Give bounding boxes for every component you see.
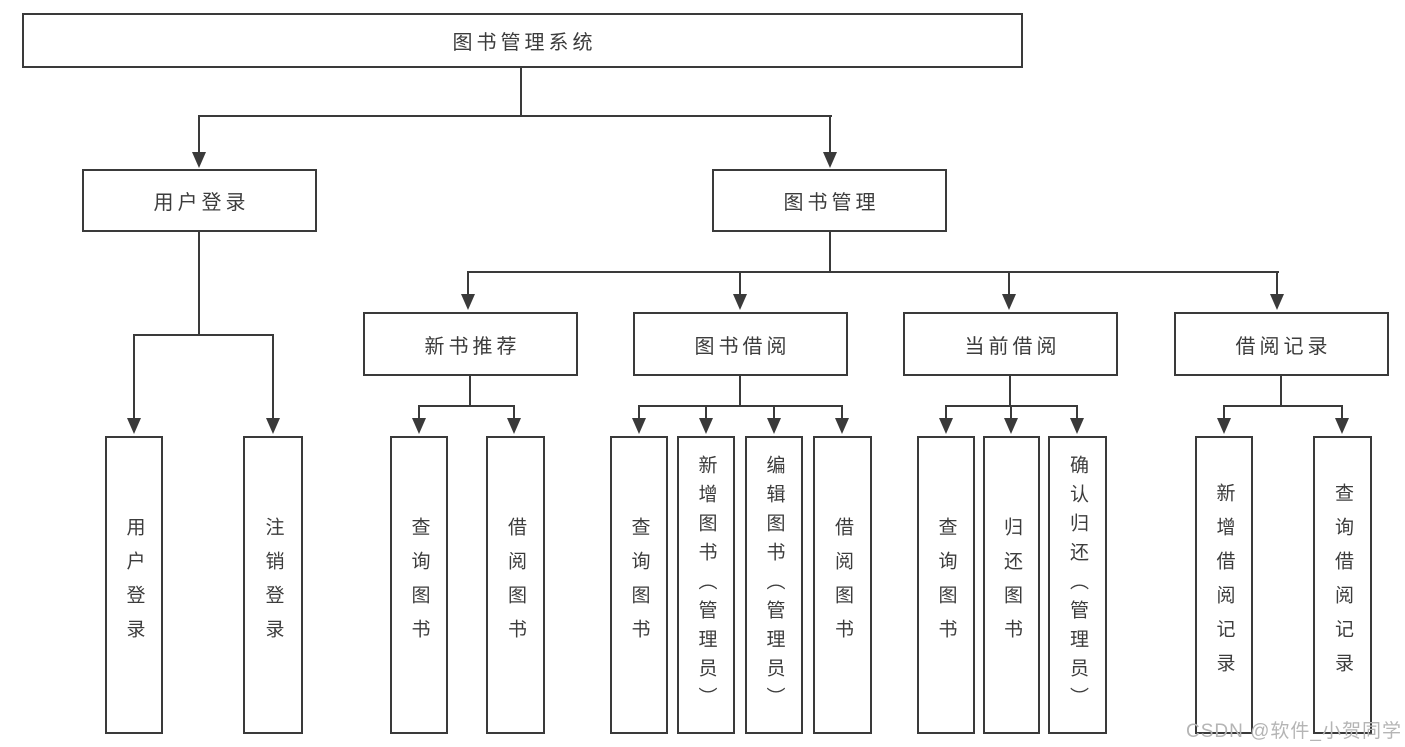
arrowhead-down bbox=[1335, 418, 1349, 434]
connector-line bbox=[1223, 405, 1343, 407]
arrowhead-down bbox=[939, 418, 953, 434]
leaf-borrowing-query-books-label: 查询图书 bbox=[628, 517, 650, 653]
node-user-login-label: 用户登录 bbox=[153, 192, 250, 214]
connector-line bbox=[705, 405, 707, 419]
node-library-system-label: 图书管理系统 bbox=[452, 32, 597, 54]
arrowhead-down bbox=[1270, 294, 1284, 310]
arrowhead-down bbox=[461, 294, 475, 310]
leaf-query-borrow-record-label: 查询借阅记录 bbox=[1332, 483, 1353, 687]
connector-line bbox=[198, 232, 200, 335]
connector-line bbox=[773, 405, 775, 419]
connector-line bbox=[1010, 405, 1012, 419]
connector-line bbox=[418, 405, 420, 419]
connector-line bbox=[638, 405, 640, 419]
arrowhead-down bbox=[733, 294, 747, 310]
node-current-borrowing-label: 当前借阅 bbox=[964, 335, 1061, 358]
connector-line bbox=[133, 334, 274, 336]
leaf-return-books: 归还图书 bbox=[983, 436, 1040, 734]
connector-line bbox=[272, 334, 274, 419]
connector-line bbox=[739, 376, 741, 406]
arrowhead-down bbox=[767, 418, 781, 434]
node-user-login: 用户登录 bbox=[82, 169, 317, 232]
leaf-logout-label: 注销登录 bbox=[262, 517, 284, 653]
connector-line bbox=[198, 115, 200, 153]
arrowhead-down bbox=[699, 418, 713, 434]
node-borrowing-records: 借阅记录 bbox=[1174, 312, 1389, 376]
arrowhead-down bbox=[266, 418, 280, 434]
arrowhead-down bbox=[192, 152, 206, 168]
connector-line bbox=[513, 405, 515, 419]
node-current-borrowing: 当前借阅 bbox=[903, 312, 1118, 376]
leaf-borrowing-borrow-books-label: 借阅图书 bbox=[832, 517, 853, 653]
leaf-recommend-query-books-label: 查询图书 bbox=[408, 517, 430, 653]
node-borrowing-records-label: 借阅记录 bbox=[1235, 335, 1332, 358]
arrowhead-down bbox=[1070, 418, 1084, 434]
connector-line bbox=[469, 376, 471, 406]
arrowhead-down bbox=[823, 152, 837, 168]
leaf-recommend-query-books: 查询图书 bbox=[390, 436, 448, 734]
leaf-confirm-return-admin: 确认归还（管理员） bbox=[1048, 436, 1107, 734]
connector-line bbox=[133, 334, 135, 419]
node-book-borrowing: 图书借阅 bbox=[633, 312, 848, 376]
arrowhead-down bbox=[507, 418, 521, 434]
leaf-current-query-books-label: 查询图书 bbox=[935, 517, 957, 653]
leaf-add-borrow-record: 新增借阅记录 bbox=[1195, 436, 1253, 734]
leaf-add-books-admin: 新增图书（管理员） bbox=[677, 436, 735, 734]
leaf-edit-books-admin: 编辑图书（管理员） bbox=[745, 436, 803, 734]
connector-line bbox=[1008, 271, 1010, 295]
leaf-return-books-label: 归还图书 bbox=[1001, 517, 1022, 653]
leaf-confirm-return-admin-label: 确认归还（管理员） bbox=[1067, 454, 1088, 716]
connector-line bbox=[638, 405, 843, 407]
node-book-borrowing-label: 图书借阅 bbox=[694, 335, 791, 358]
connector-line bbox=[1276, 271, 1278, 295]
connector-line bbox=[1009, 376, 1011, 406]
leaf-borrowing-query-books: 查询图书 bbox=[610, 436, 668, 734]
arrowhead-down bbox=[835, 418, 849, 434]
leaf-user-login-label: 用户登录 bbox=[123, 517, 145, 653]
connector-line bbox=[829, 232, 831, 272]
arrowhead-down bbox=[412, 418, 426, 434]
node-book-management: 图书管理 bbox=[712, 169, 947, 232]
arrowhead-down bbox=[1004, 418, 1018, 434]
leaf-borrowing-borrow-books: 借阅图书 bbox=[813, 436, 872, 734]
csdn-watermark: CSDN @软件_小贺同学 bbox=[1186, 721, 1402, 742]
connector-line bbox=[467, 271, 469, 295]
leaf-query-borrow-record: 查询借阅记录 bbox=[1313, 436, 1372, 734]
connector-line bbox=[1223, 405, 1225, 419]
node-book-management-label: 图书管理 bbox=[783, 192, 880, 214]
connector-line bbox=[198, 115, 832, 117]
arrowhead-down bbox=[127, 418, 141, 434]
connector-line bbox=[520, 68, 522, 117]
connector-line bbox=[739, 271, 741, 295]
node-new-book-recommend-label: 新书推荐 bbox=[424, 335, 521, 358]
connector-line bbox=[1341, 405, 1343, 419]
connector-line bbox=[467, 271, 1279, 273]
leaf-edit-books-admin-label: 编辑图书（管理员） bbox=[763, 454, 785, 716]
arrowhead-down bbox=[1002, 294, 1016, 310]
leaf-current-query-books: 查询图书 bbox=[917, 436, 975, 734]
leaf-user-login: 用户登录 bbox=[105, 436, 163, 734]
connector-line bbox=[829, 115, 831, 153]
connector-line bbox=[841, 405, 843, 419]
connector-line bbox=[945, 405, 947, 419]
node-new-book-recommend: 新书推荐 bbox=[363, 312, 578, 376]
connector-line bbox=[418, 405, 515, 407]
leaf-recommend-borrow-books-label: 借阅图书 bbox=[505, 517, 526, 653]
node-library-system: 图书管理系统 bbox=[22, 13, 1023, 68]
leaf-add-books-admin-label: 新增图书（管理员） bbox=[695, 454, 717, 716]
leaf-add-borrow-record-label: 新增借阅记录 bbox=[1213, 483, 1235, 687]
arrowhead-down bbox=[632, 418, 646, 434]
connector-line bbox=[1280, 376, 1282, 406]
arrowhead-down bbox=[1217, 418, 1231, 434]
connector-line bbox=[1076, 405, 1078, 419]
leaf-recommend-borrow-books: 借阅图书 bbox=[486, 436, 545, 734]
leaf-logout: 注销登录 bbox=[243, 436, 303, 734]
